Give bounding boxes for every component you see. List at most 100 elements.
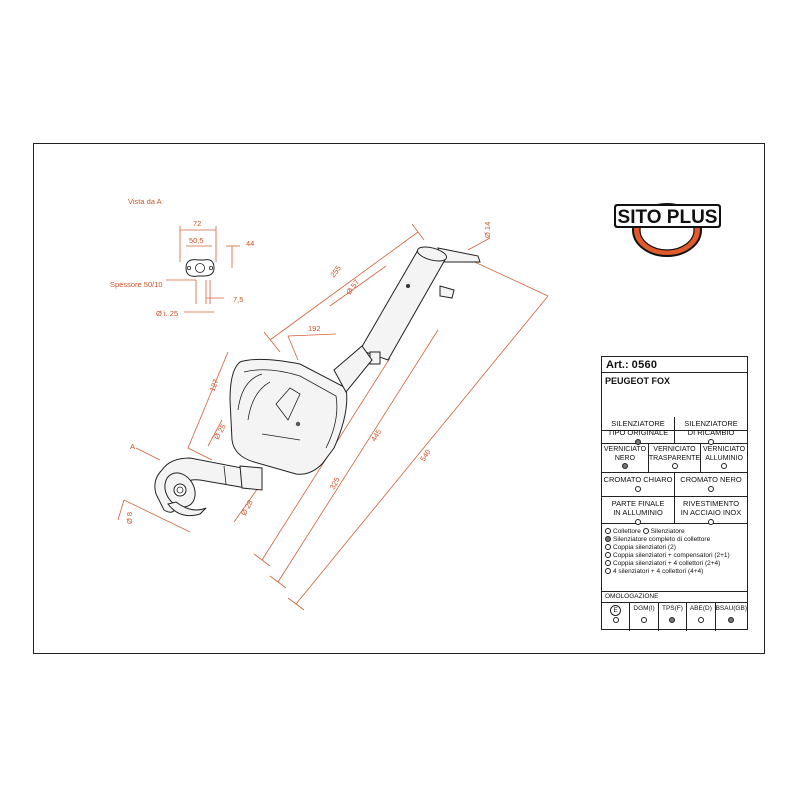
chrome-option-radio[interactable] [708, 486, 714, 493]
package-option-extra-radio[interactable] [642, 528, 649, 535]
dim-25: Ø 25 [212, 422, 228, 441]
end-part-option-label: RIVESTIMENTO IN ACCIAIO INOX [680, 499, 742, 517]
lower-clamp [369, 351, 381, 365]
chrome-option-label: CROMATO NERO [680, 475, 742, 484]
package-option-0[interactable]: Collettore Silenziatore [602, 528, 747, 536]
sito-plus-logo: SITO PLUS [614, 203, 721, 257]
silencer-type-option-1[interactable]: SILENZIATORE DI RICAMBIO [674, 417, 747, 446]
homologation-0[interactable]: E [602, 603, 629, 631]
mount-bracket [439, 285, 455, 299]
muffler-body [229, 358, 348, 475]
article-row: Art.: 0560 [602, 357, 747, 373]
chrome-option-label: CROMATO CHIARO [603, 475, 673, 484]
end-part-option-0[interactable]: PARTE FINALE IN ALLUMINIO [602, 497, 674, 526]
dim-540: 540 [418, 448, 432, 463]
dim-50-5: 50,5 [189, 236, 204, 245]
homologation-label: TPS(F) [662, 605, 683, 612]
package-option-radio[interactable] [605, 560, 611, 567]
end-part-option-radio[interactable] [708, 519, 714, 526]
finish-option-label: VERNICIATO NERO [603, 446, 647, 462]
logo-text: SITO PLUS [618, 207, 718, 228]
exhaust-pipe [154, 246, 481, 517]
dim-hole: Ø i. 25 [156, 309, 178, 318]
silencer-type-row: SILENZIATORE TIPO ORIGINALE SILENZIATORE … [602, 417, 747, 446]
dim-445: 445 [369, 428, 383, 443]
finish-option-2[interactable]: VERNICIATO ALLUMINIO [700, 444, 747, 472]
dim-8: Ø 8 [125, 512, 134, 524]
homologation-4[interactable]: BSAU(GB) [714, 603, 747, 631]
dim-127: 127 [208, 378, 221, 393]
package-option-label: Collettore [613, 528, 641, 535]
chrome-row: CROMATO CHIARO CROMATO NERO [602, 473, 747, 497]
spec-table: Art.: 0560 PEUGEOT FOX SILENZIATORE TIPO… [601, 356, 748, 631]
drawing-frame [33, 143, 765, 654]
flange-detail: Vista da A 72 50,5 44 Spessore 50/10 7,5… [110, 197, 254, 318]
article-number: 0560 [631, 359, 658, 371]
view-arrow-label: A [130, 442, 135, 451]
homologation-2[interactable]: TPS(F) [657, 603, 686, 631]
finish-option-radio[interactable] [621, 463, 628, 470]
finish-option-label: VERNICIATO TRASPARENTE [648, 446, 701, 462]
package-option-3[interactable]: Coppia silenziatori + compensatori (2+1) [602, 552, 747, 560]
package-option-5[interactable]: 4 silenziatori + 4 collettori (4+4) [602, 568, 747, 576]
homologation-section: OMOLOGAZIONE E DGM(I) TPS(F)ABE(D)BSAU(GB) [602, 592, 747, 631]
package-option-radio[interactable] [605, 568, 611, 575]
finish-option-label: VERNICIATO ALLUMINIO [702, 446, 746, 462]
homologation-label: E [610, 605, 622, 616]
dim-44: 44 [246, 239, 254, 248]
homologation-radio[interactable] [641, 617, 648, 623]
homologation-3[interactable]: ABE(D) [686, 603, 714, 631]
finish-option-0[interactable]: VERNICIATO NERO [602, 444, 648, 472]
silencer-type-option-label: SILENZIATORE DI RICAMBIO [684, 419, 738, 437]
flange-hole [195, 263, 205, 273]
muffler-neck [333, 345, 373, 393]
package-option-label: Coppia silenziatori (2) [613, 544, 676, 551]
package-option-label: Coppia silenziatori + 4 collettori (2+4) [613, 560, 721, 567]
dim-255: 255 [328, 264, 343, 279]
exhaust-dimensions: 255 Ø 57 Ø 14 192 127 Ø 25 Ø 28 325 445 … [117, 222, 549, 611]
homologation-radio[interactable] [697, 617, 704, 623]
package-option-label: Silenziatore completo di collettore [613, 536, 711, 543]
homologation-title: OMOLOGAZIONE [602, 592, 747, 603]
package-option-radio[interactable] [605, 536, 611, 543]
chrome-option-radio[interactable] [635, 486, 641, 493]
end-part-option-radio[interactable] [635, 519, 641, 526]
finish-option-radio[interactable] [721, 463, 728, 470]
homologation-radio[interactable] [728, 617, 735, 623]
dim-72: 72 [193, 219, 201, 228]
silencer-type-option-radio[interactable] [635, 439, 641, 446]
thickness-label: Spessore 50/10 [110, 280, 163, 289]
finish-option-1[interactable]: VERNICIATO TRASPARENTE [647, 444, 701, 472]
homologation-radio[interactable] [669, 617, 676, 623]
package-option-radio[interactable] [605, 528, 611, 535]
package-option-2[interactable]: Coppia silenziatori (2) [602, 544, 747, 552]
package-option-radio[interactable] [605, 544, 611, 551]
end-part-option-label: PARTE FINALE IN ALLUMINIO [611, 499, 665, 517]
chrome-option-1[interactable]: CROMATO NERO [674, 473, 747, 496]
finish-option-radio[interactable] [671, 463, 678, 470]
chrome-option-0[interactable]: CROMATO CHIARO [602, 473, 674, 496]
package-option-1[interactable]: Silenziatore completo di collettore [602, 536, 747, 544]
flange-shape [185, 259, 215, 277]
homologation-label: BSAU(GB) [715, 605, 747, 612]
package-option-4[interactable]: Coppia silenziatori + 4 collettori (2+4) [602, 560, 747, 568]
homologation-1[interactable]: DGM(I) [629, 603, 657, 631]
package-option-extra-label: Silenziatore [650, 528, 685, 535]
dim-14: Ø 14 [483, 222, 492, 238]
dim-57: Ø 57 [344, 278, 361, 296]
end-part-row: PARTE FINALE IN ALLUMINIO RIVESTIMENTO IN… [602, 497, 747, 526]
package-option-radio[interactable] [605, 552, 611, 559]
package-option-label: Coppia silenziatori + compensatori (2+1) [613, 552, 730, 559]
article-label: Art.: [606, 359, 629, 371]
end-part-option-1[interactable]: RIVESTIMENTO IN ACCIAIO INOX [674, 497, 747, 526]
silencer-type-option-label: SILENZIATORE TIPO ORIGINALE [607, 419, 669, 437]
homologation-radio[interactable] [612, 617, 619, 623]
view-label: Vista da A [128, 197, 162, 206]
homologation-label: DGM(I) [633, 605, 655, 612]
rear-cylinder [359, 249, 447, 361]
silencer-type-option-0[interactable]: SILENZIATORE TIPO ORIGINALE [602, 417, 674, 446]
silencer-type-option-radio[interactable] [708, 439, 714, 446]
